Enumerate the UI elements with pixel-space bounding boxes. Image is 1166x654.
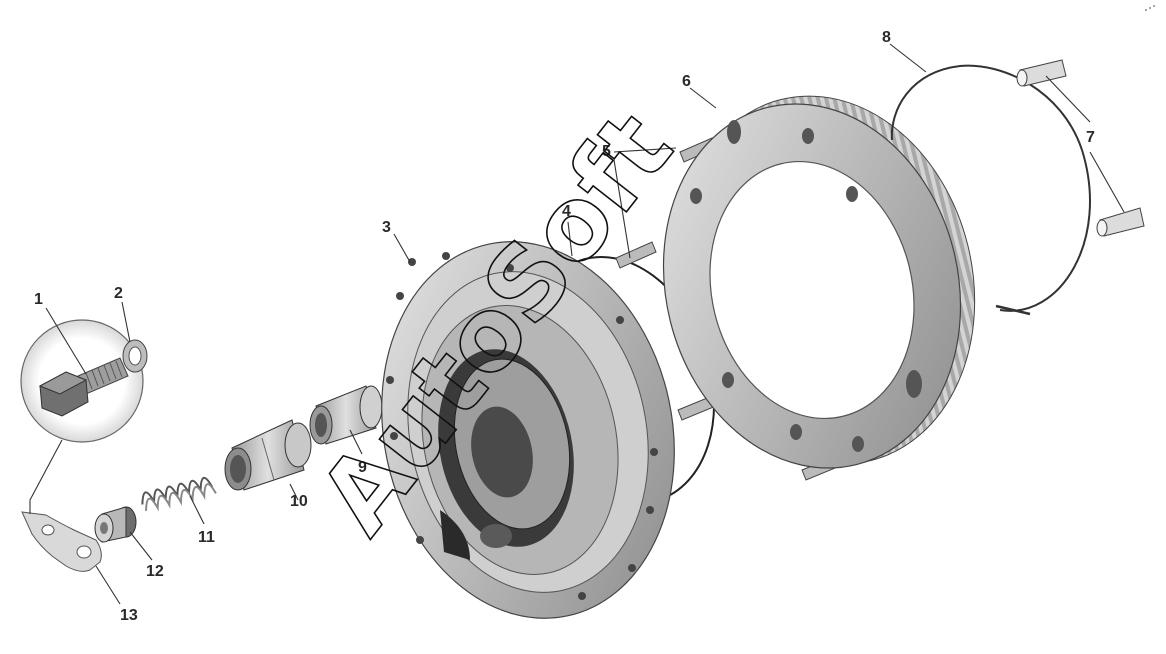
callout-labels: 1 2 3 4 5 6 7 8 9 10 11 12 13 [34,29,1095,624]
callout-6: 6 [682,73,691,90]
dowel-pins-part [1016,59,1145,237]
callout-8: 8 [882,29,891,46]
spring-part [141,476,217,512]
detail-lens [20,319,148,443]
callout-12: 12 [146,563,164,580]
sleeve-part [224,419,312,491]
bolt-part [38,357,129,417]
callout-1: 1 [34,291,43,308]
circlip-part [890,64,1091,316]
plug-part [94,506,137,543]
callout-2: 2 [114,285,123,302]
callout-13: 13 [120,607,138,624]
callout-10: 10 [290,493,308,510]
callout-3: 3 [382,219,391,236]
corner-mark [1145,5,1155,11]
leader-lines [29,43,1125,605]
bushing-part [309,385,383,445]
washer-part [122,339,148,373]
callout-7: 7 [1086,129,1095,146]
ring-gear-part [662,95,976,469]
callout-5: 5 [602,143,611,160]
callout-4: 4 [562,203,571,220]
gasket-part [21,511,102,572]
housing-part [381,241,675,619]
callout-9: 9 [358,459,367,476]
callout-11: 11 [198,529,215,546]
